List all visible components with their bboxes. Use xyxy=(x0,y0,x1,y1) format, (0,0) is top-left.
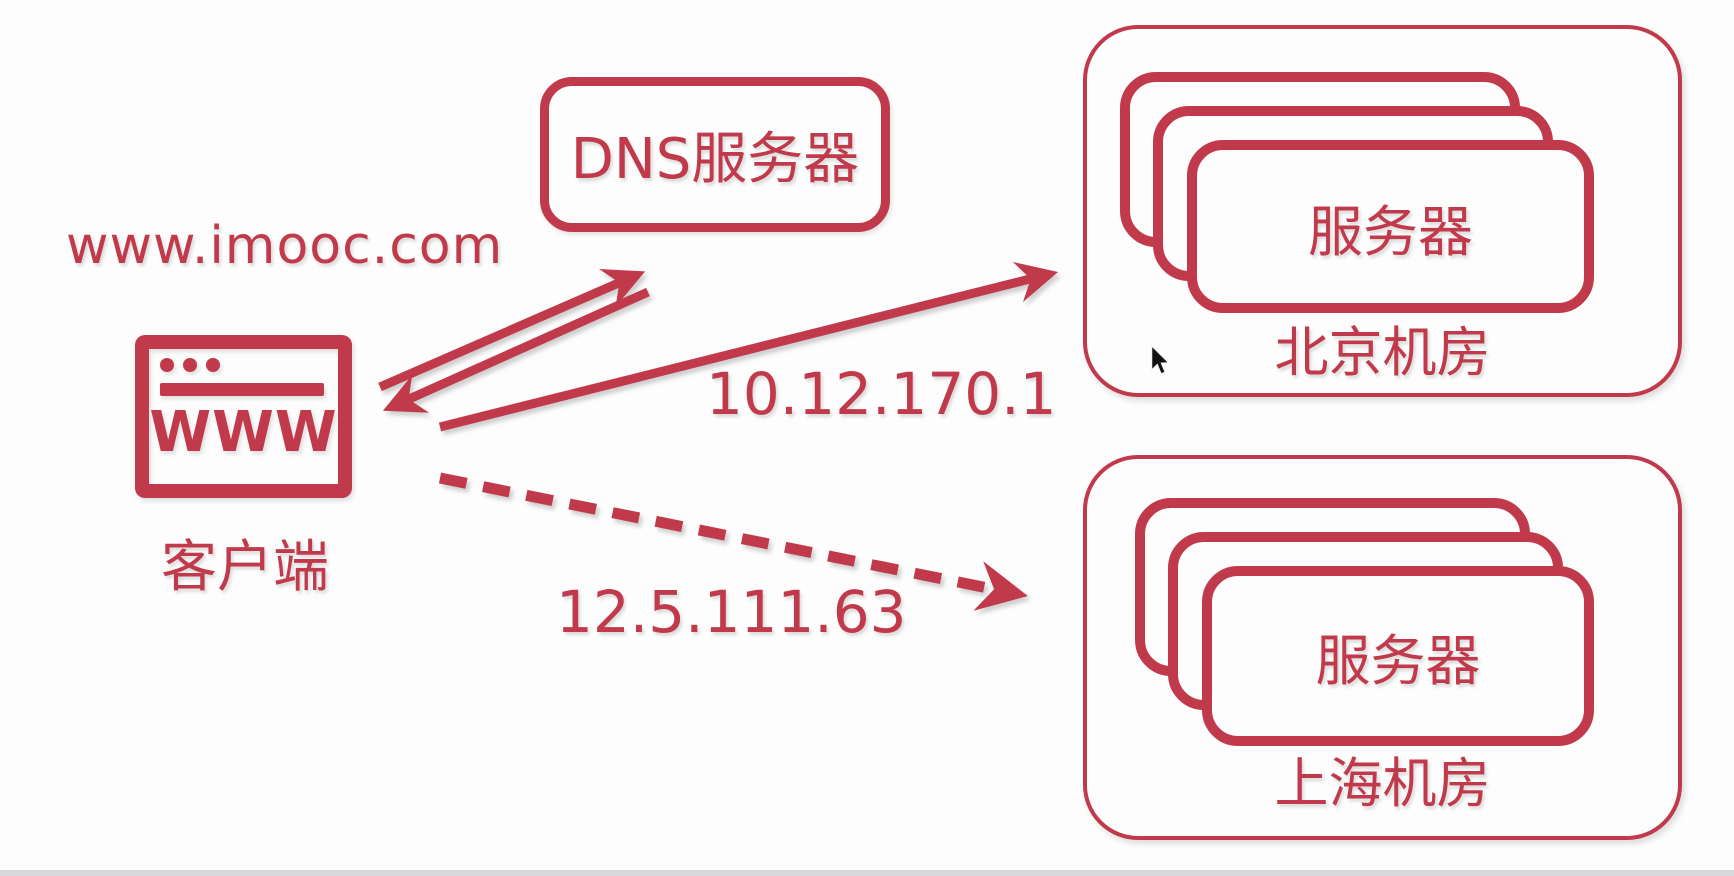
arrow-client-to-dns xyxy=(378,268,646,392)
arrow-dns-to-client xyxy=(382,287,650,413)
client-label: 客户端 xyxy=(161,535,329,600)
beijing-datacenter-label: 北京机房 xyxy=(1274,321,1491,384)
shanghai-datacenter-box: 服务器 上海机房 xyxy=(1083,455,1682,840)
server-label: 服务器 xyxy=(1315,629,1481,693)
beijing-ip-label: 10.12.170.1 xyxy=(706,360,1057,428)
client-browser-icon: WWW xyxy=(135,335,352,498)
browser-addressbar-icon xyxy=(160,383,324,396)
domain-text: www.imooc.com xyxy=(66,216,504,276)
beijing-datacenter-box: 服务器 北京机房 xyxy=(1083,25,1682,397)
dns-server-box: DNS服务器 xyxy=(540,77,890,232)
server-card-front: 服务器 xyxy=(1202,566,1594,746)
browser-dots-icon xyxy=(160,358,220,372)
server-card-front: 服务器 xyxy=(1187,140,1594,313)
browser-www-text: WWW xyxy=(149,400,338,465)
dns-server-label: DNS服务器 xyxy=(570,127,860,192)
mouse-cursor-icon xyxy=(1150,344,1171,375)
arrow-client-to-shanghai xyxy=(438,472,1028,611)
shanghai-datacenter-label: 上海机房 xyxy=(1274,752,1491,815)
shanghai-ip-label: 12.5.111.63 xyxy=(556,578,907,646)
server-label: 服务器 xyxy=(1307,199,1473,264)
